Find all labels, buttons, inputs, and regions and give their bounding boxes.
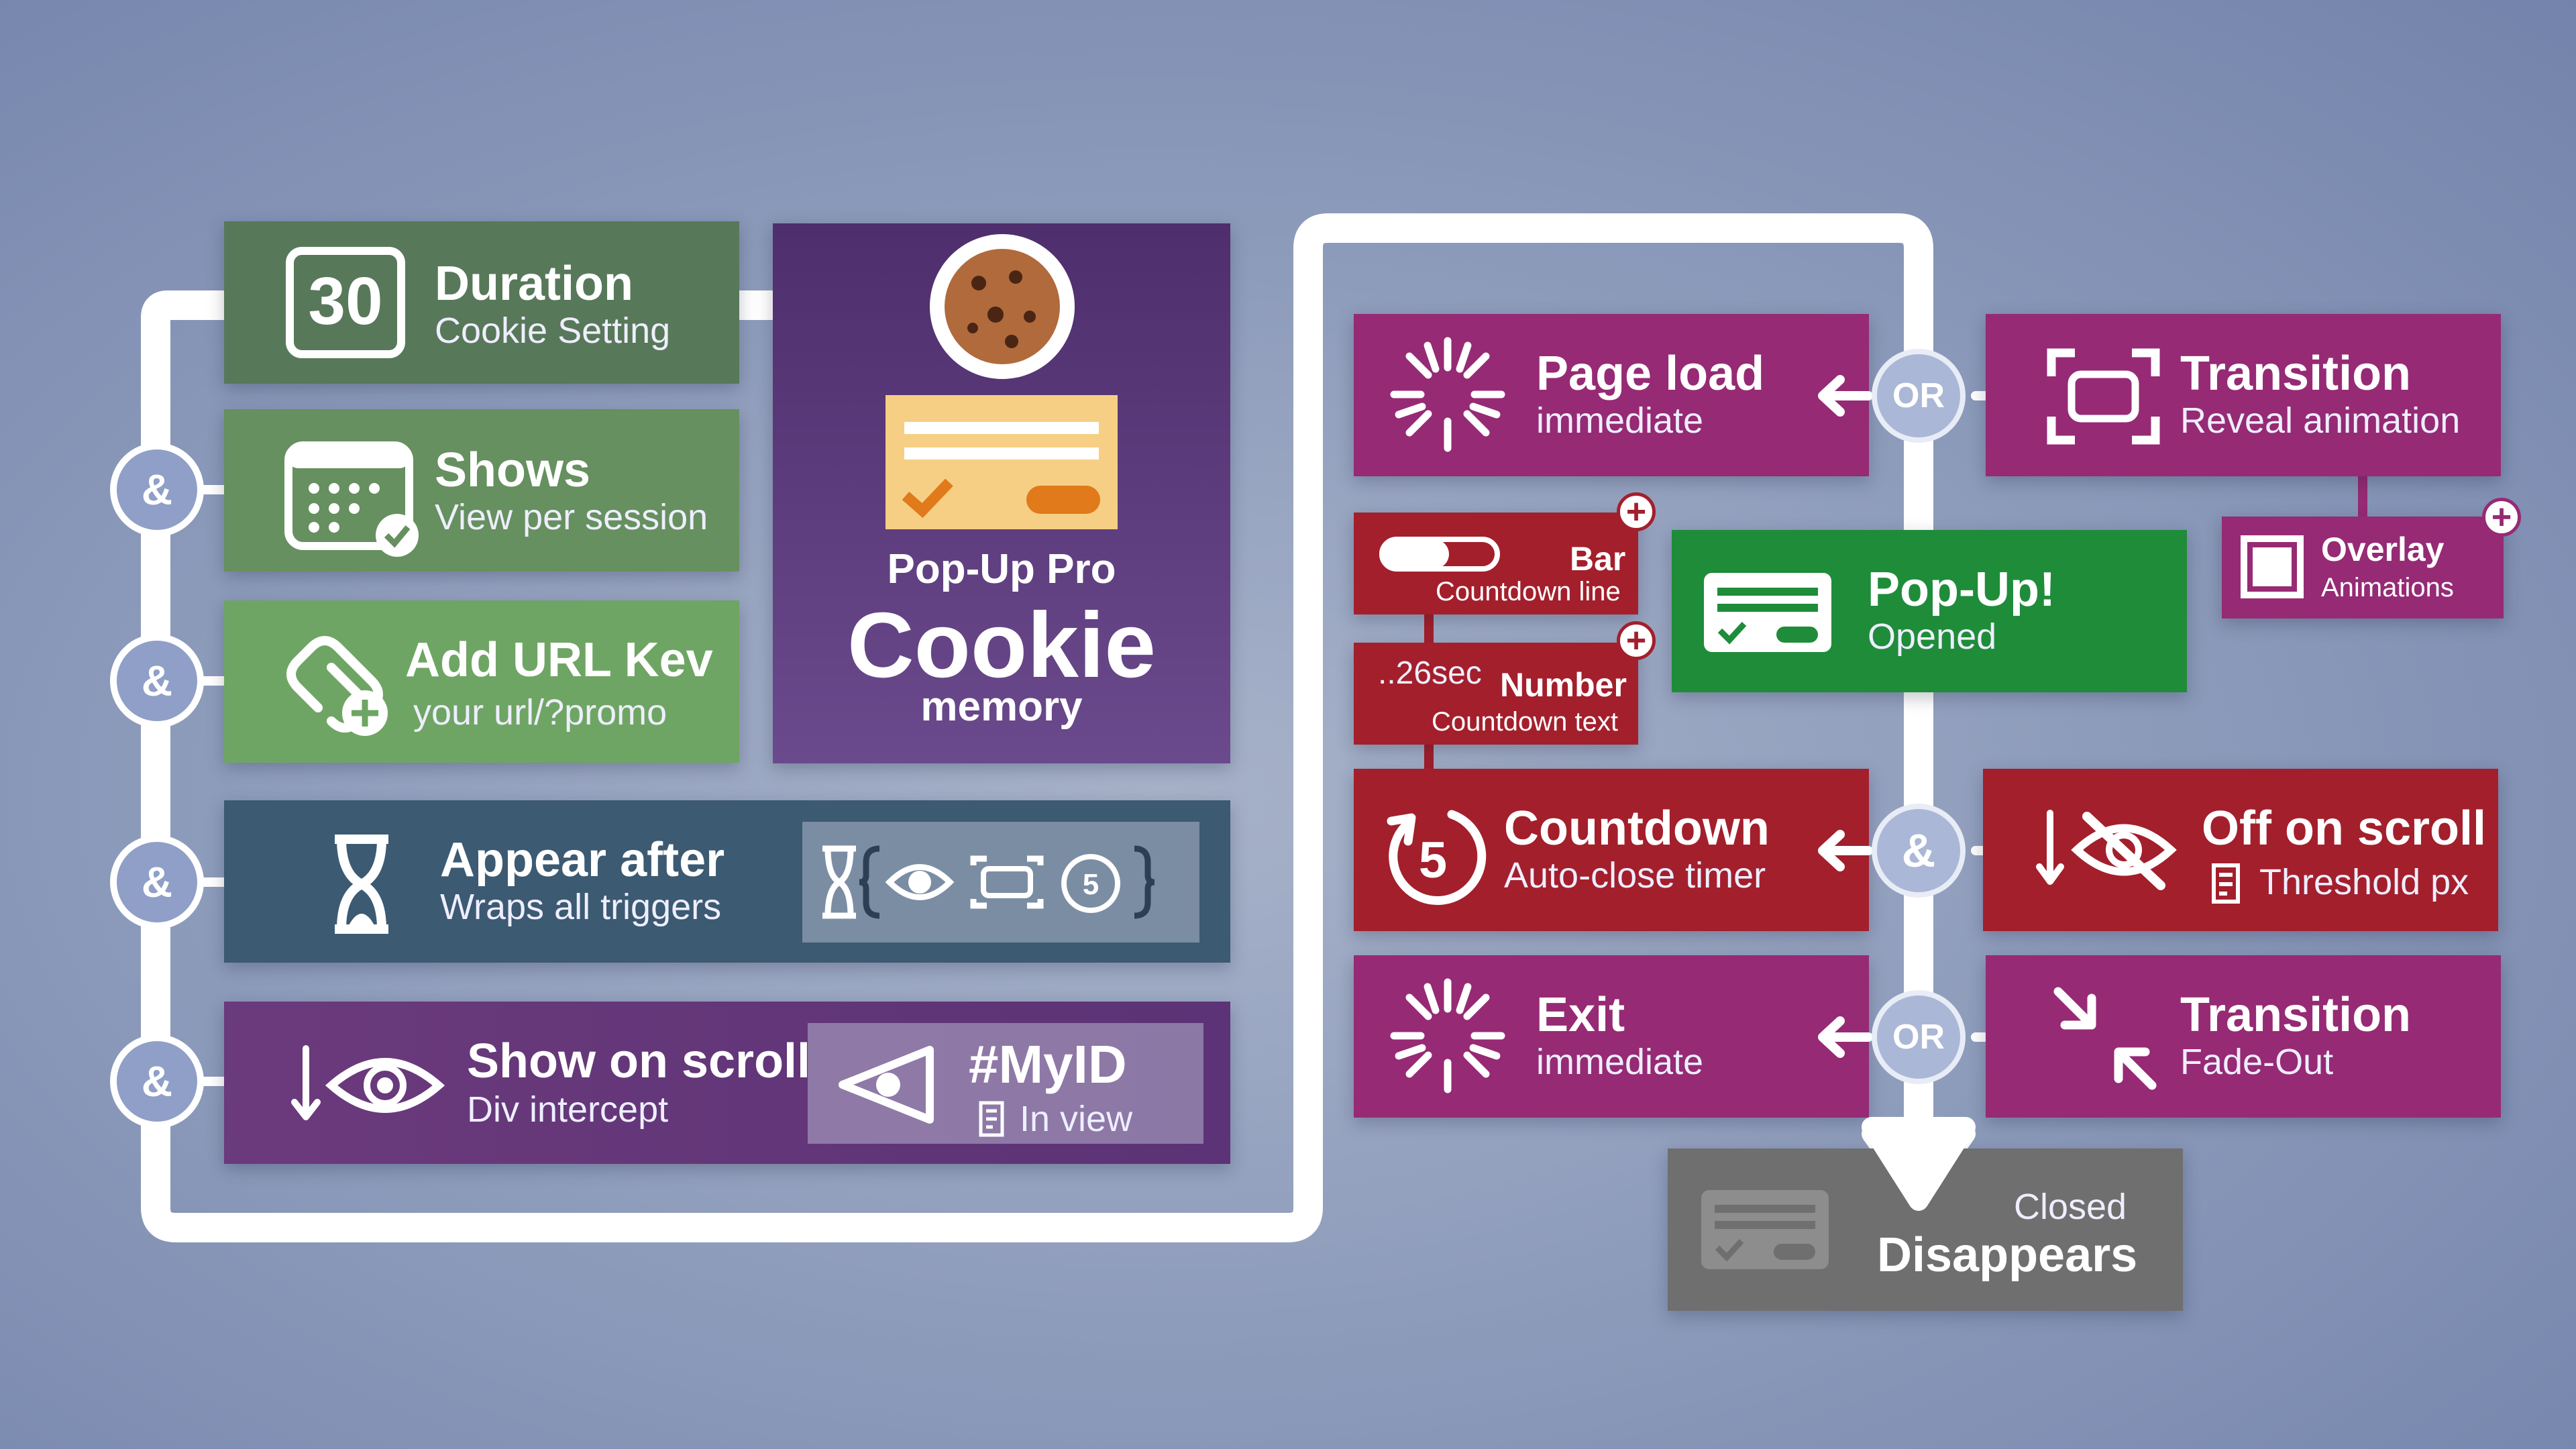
number-card[interactable]: ..26sec Number Countdown text — [1354, 643, 1638, 745]
closed-title: Disappears — [1877, 1228, 2138, 1282]
duration-card[interactable]: 30 Duration Cookie Setting — [224, 221, 739, 384]
and-connector-appear: & — [110, 835, 204, 929]
trigger-wrap-panel: 5 — [802, 822, 1199, 943]
bar-add-icon[interactable]: + — [1617, 492, 1656, 531]
exit-card[interactable]: Exit immediate — [1354, 955, 1869, 1118]
bar-title: Bar — [1570, 540, 1626, 578]
link-add-icon — [286, 636, 388, 736]
or-connector-top: OR — [1872, 349, 1966, 443]
reveal-frame-icon — [2047, 348, 2160, 445]
exit-title: Exit — [1536, 988, 1625, 1042]
and-connector-url: & — [110, 634, 204, 728]
scroll-subtitle: Div intercept — [467, 1089, 669, 1130]
closed-window-icon — [1701, 1190, 1829, 1269]
appear-subtitle: Wraps all triggers — [440, 887, 722, 927]
cookie-line3: memory — [920, 684, 1083, 730]
popup-opened-card[interactable]: Pop-Up! Opened — [1672, 530, 2187, 692]
appear-after-card[interactable]: Appear after Wraps all triggers 5 — [224, 800, 1230, 963]
transition-reveal-card[interactable]: Transition Reveal animation — [1986, 314, 2501, 476]
duration-title: Duration — [435, 257, 633, 311]
popup-title: Pop-Up! — [1868, 563, 2055, 616]
cookie-line1: Pop-Up Pro — [887, 546, 1116, 592]
pageload-subtitle: immediate — [1536, 400, 1704, 441]
overlay-card[interactable]: Overlay Animations — [2222, 517, 2504, 619]
arrow-down-icon — [1862, 1117, 1976, 1211]
off-on-scroll-card[interactable]: Off on scroll Threshold px — [1983, 769, 2498, 931]
bar-card[interactable]: Bar Countdown line — [1354, 513, 1638, 614]
cookie-icon — [930, 234, 1075, 379]
countdown-subtitle: Auto-close timer — [1504, 855, 1766, 896]
bar-subtitle: Countdown line — [1436, 577, 1621, 606]
popup-window-icon — [1704, 573, 1831, 652]
countdown-card[interactable]: 5 Countdown Auto-close timer — [1354, 769, 1869, 931]
appear-title: Appear after — [440, 833, 725, 887]
offscroll-title: Off on scroll — [2202, 802, 2487, 855]
overlay-subtitle: Animations — [2321, 573, 2454, 602]
page-load-card[interactable]: Page load immediate — [1354, 314, 1869, 476]
wrapped-triggers-icons: 5 — [822, 845, 1155, 919]
scroll-eye-off-icon — [2036, 810, 2177, 890]
cookie-memory-card[interactable]: Pop-Up Pro Cookie memory — [773, 223, 1230, 763]
overlay-add-icon[interactable]: + — [2482, 498, 2521, 537]
countdown-digit: 5 — [1419, 832, 1447, 889]
number-add-icon[interactable]: + — [1617, 621, 1656, 660]
exit-subtitle: immediate — [1536, 1042, 1704, 1082]
calendar-check-icon — [284, 441, 419, 557]
scroll-doc-icon — [979, 1101, 1004, 1137]
transition-fadeout-card[interactable]: Transition Fade-Out — [1986, 955, 2501, 1118]
countdown-title: Countdown — [1504, 802, 1770, 855]
url-subtitle: your url/?promo — [413, 692, 667, 733]
calendar-30-icon: 30 — [286, 247, 405, 358]
number-title: Number — [1500, 666, 1627, 704]
view-cone-icon — [839, 1046, 934, 1124]
target-id: #MyID — [969, 1034, 1127, 1094]
and-connector-shows: & — [110, 443, 204, 537]
shows-title: Shows — [435, 443, 591, 497]
transition-in-title: Transition — [2180, 347, 2412, 400]
transition-out-subtitle: Fade-Out — [2180, 1042, 2334, 1082]
popup-subtitle: Opened — [1868, 616, 1997, 657]
cookie-line2: Cookie — [847, 594, 1157, 697]
hourglass-icon — [335, 835, 388, 934]
shows-card[interactable]: Shows View per session — [224, 409, 739, 572]
duration-subtitle: Cookie Setting — [435, 311, 671, 351]
consent-card-icon — [885, 395, 1118, 529]
offscroll-subtitle: Threshold px — [2259, 862, 2469, 902]
closed-subtitle: Closed — [2014, 1187, 2127, 1227]
number-subtitle: Countdown text — [1432, 707, 1618, 737]
number-value: ..26sec — [1378, 655, 1482, 691]
target-note: In view — [1020, 1099, 1133, 1139]
shrink-arrows-icon — [2053, 987, 2157, 1090]
toggle-bar-icon — [1379, 537, 1500, 572]
url-card[interactable]: Add URL Kev your url/?promo — [224, 600, 739, 763]
transition-out-title: Transition — [2180, 988, 2412, 1042]
url-title: Add URL Kev — [405, 633, 713, 687]
or-connector-bottom: OR — [1872, 990, 1966, 1084]
pageload-title: Page load — [1536, 347, 1765, 400]
overlay-title: Overlay — [2321, 531, 2445, 568]
transition-in-subtitle: Reveal animation — [2180, 400, 2461, 441]
and-connector-scroll: & — [110, 1034, 204, 1128]
burst-icon — [1390, 337, 1505, 452]
scroll-title: Show on scroll — [467, 1034, 811, 1088]
countdown-timer-icon: 5 — [1387, 810, 1487, 905]
threshold-doc-icon — [2212, 863, 2240, 904]
target-id-panel: #MyID In view — [808, 1023, 1203, 1144]
scroll-eye-icon — [291, 1045, 445, 1120]
overlay-square-icon — [2241, 535, 2304, 598]
show-on-scroll-card[interactable]: Show on scroll Div intercept #MyID In vi… — [224, 1002, 1230, 1164]
shows-subtitle: View per session — [435, 497, 708, 537]
appear-countdown-digit: 5 — [1083, 868, 1099, 901]
burst-icon — [1390, 978, 1505, 1093]
and-connector-middle: & — [1872, 804, 1966, 898]
duration-days: 30 — [308, 264, 383, 339]
